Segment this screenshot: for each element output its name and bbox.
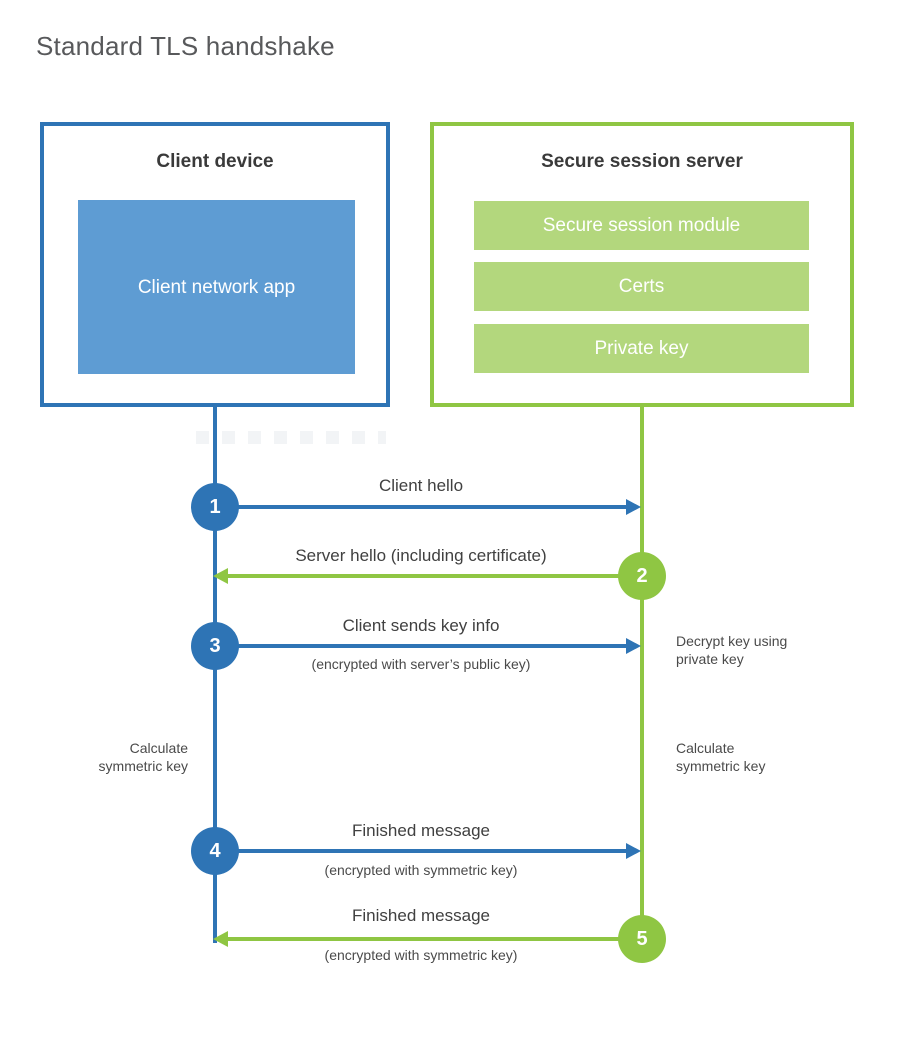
step-3-arrow: [215, 644, 626, 648]
step-5-arrow: [228, 937, 642, 941]
faint-dashed-artifact: [196, 431, 386, 444]
step-4-marker: 4: [191, 827, 239, 875]
server-module-secure-session-label: Secure session module: [542, 214, 741, 236]
client-lifeline: [213, 405, 217, 943]
step-1-number: 1: [209, 495, 221, 518]
step-5-label: Finished message: [352, 906, 490, 925]
step-1-arrowhead-icon: [626, 499, 641, 515]
step-3-number: 3: [209, 634, 221, 657]
decrypt-key-note: Decrypt key using private key: [676, 632, 787, 668]
step-2-marker: 2: [618, 552, 666, 600]
client-calculate-key-note: Calculate symmetric key: [60, 739, 188, 775]
step-1-arrow: [215, 505, 626, 509]
server-lifeline: [640, 405, 644, 939]
step-2-number: 2: [636, 564, 648, 587]
server-module-secure-session: Secure session module: [474, 201, 809, 250]
step-4-arrow: [215, 849, 626, 853]
step-2-arrow: [228, 574, 642, 578]
server-module-certs-label: Certs: [618, 275, 665, 297]
server-module-private-key: Private key: [474, 324, 809, 373]
step-2-label: Server hello (including certificate): [295, 546, 547, 565]
step-3-arrowhead-icon: [626, 638, 641, 654]
client-calculate-key-note-line2: symmetric key: [98, 758, 188, 774]
decrypt-key-note-line1: Decrypt key using: [676, 633, 788, 649]
client-calculate-key-note-line1: Calculate: [129, 740, 188, 756]
decrypt-key-note-line2: private key: [676, 651, 744, 667]
step-4-arrowhead-icon: [626, 843, 641, 859]
step-4-number: 4: [209, 839, 221, 862]
step-3-marker: 3: [191, 622, 239, 670]
server-module-certs: Certs: [474, 262, 809, 311]
server-module-private-key-label: Private key: [594, 337, 689, 359]
client-network-app-box: Client network app: [78, 200, 355, 374]
step-1-marker: 1: [191, 483, 239, 531]
server-calculate-key-note-line1: Calculate: [676, 740, 735, 756]
step-4-label: Finished message: [352, 821, 490, 840]
server-calculate-key-note: Calculate symmetric key: [676, 739, 765, 775]
step-3-sublabel: (encrypted with server’s public key): [311, 656, 531, 672]
client-device-title: Client device: [156, 151, 274, 172]
secure-session-server-title: Secure session server: [541, 151, 743, 172]
step-2-arrowhead-icon: [213, 568, 228, 584]
step-4-sublabel: (encrypted with symmetric key): [324, 862, 518, 878]
step-5-arrowhead-icon: [213, 931, 228, 947]
step-1-label: Client hello: [378, 476, 464, 495]
step-5-marker: 5: [618, 915, 666, 963]
step-3-label: Client sends key info: [342, 616, 500, 635]
step-5-sublabel: (encrypted with symmetric key): [324, 947, 518, 963]
step-5-number: 5: [636, 927, 648, 950]
page-title: Standard TLS handshake: [36, 31, 335, 61]
server-calculate-key-note-line2: symmetric key: [676, 758, 766, 774]
client-network-app-label: Client network app: [137, 276, 296, 298]
